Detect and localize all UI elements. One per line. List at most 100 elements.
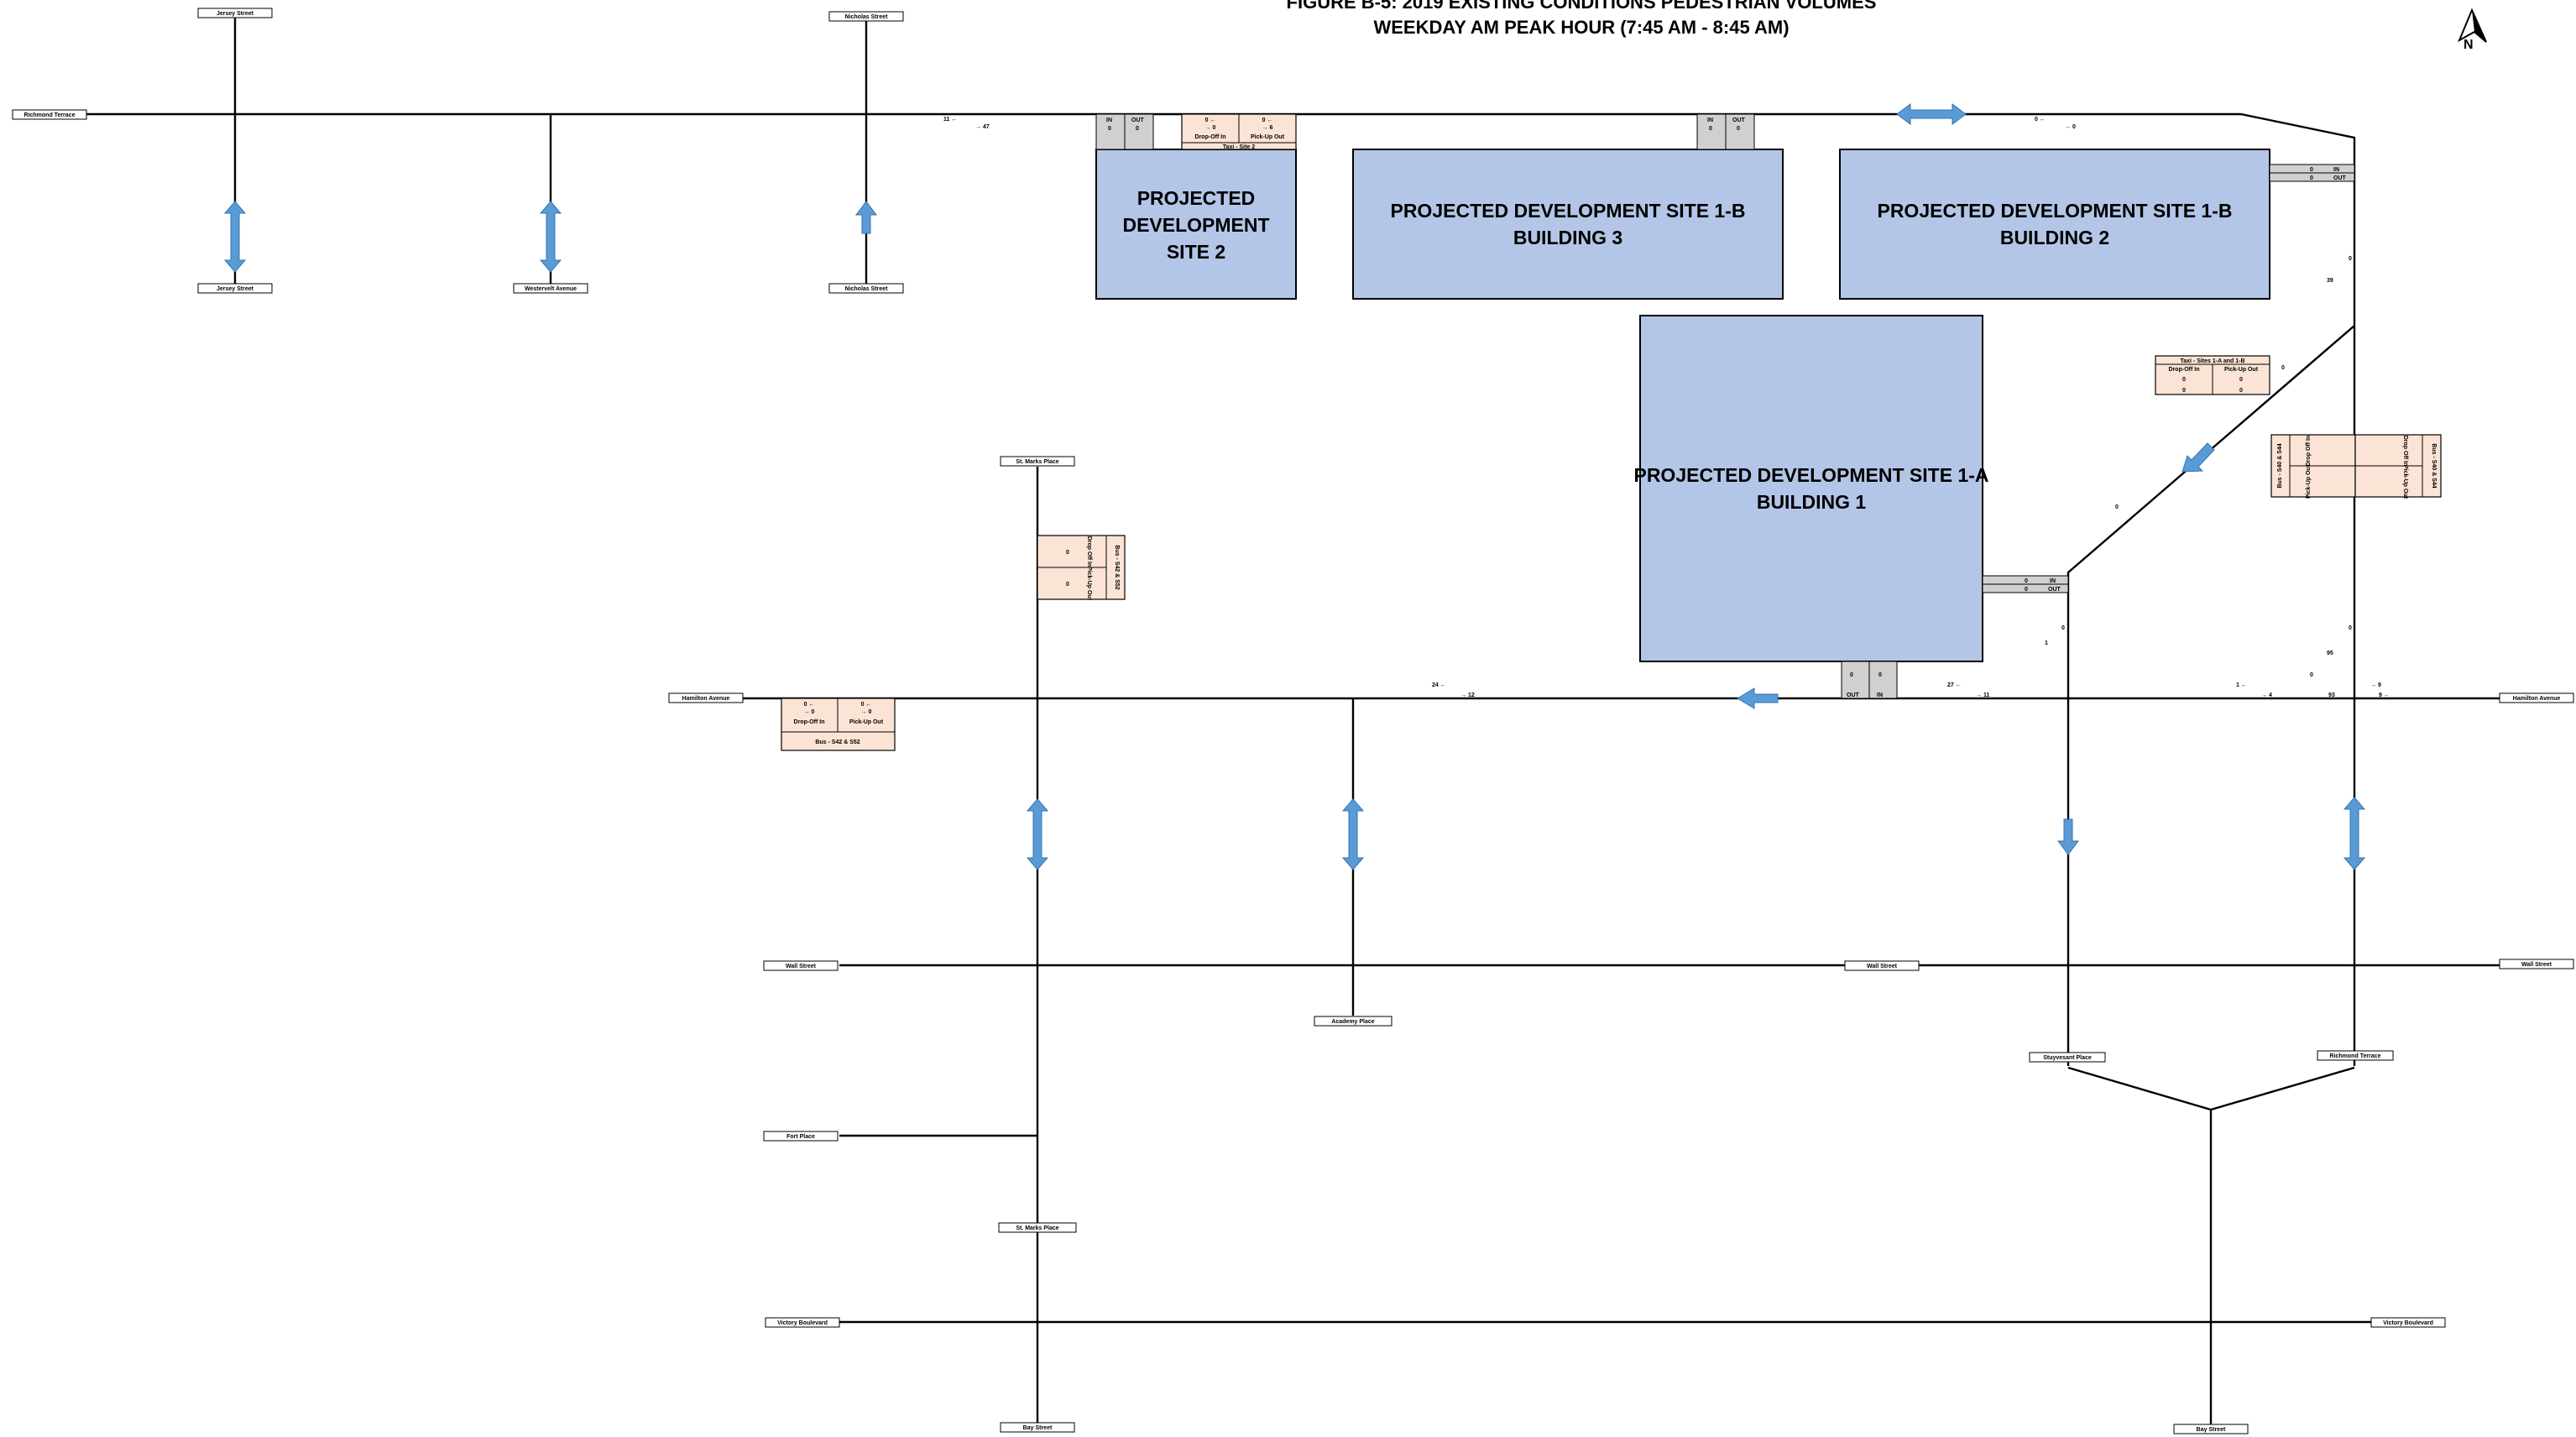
svg-text:Jersey Street: Jersey Street [217,286,254,292]
svg-text:Pick-Up Out: Pick-Up Out [2306,464,2312,499]
bus-stop-richmond-terrace-box-right: Bus - S40 & S44 Drop Off In Pick-Up Out [2354,434,2442,499]
svg-text:BUILDING 2: BUILDING 2 [2000,227,2109,248]
svg-text:0: 0 [2349,256,2352,262]
street-label-st-marks-bottom: St. Marks Place [998,1222,1077,1233]
street-label-nicholas-top: Nicholas Street [828,11,904,22]
svg-text:Bay Street: Bay Street [1023,1425,1053,1431]
svg-text:Pick-Up Out: Pick-Up Out [1251,134,1285,140]
svg-text:Wall Street: Wall Street [2521,962,2552,968]
svg-text:0 ←: 0 ← [804,702,815,708]
svg-text:Pick-Up Out: Pick-Up Out [2224,367,2259,373]
street-label-westervelt: Westervelt Avenue [513,283,588,294]
svg-text:IN: IN [1877,692,1883,698]
street-label-stuyvesant: Stuyvesant Place [2029,1052,2106,1063]
svg-text:→ 4: → 4 [2261,692,2272,698]
svg-text:Jersey Street: Jersey Street [217,11,254,17]
street-label-richmond-terrace-right: Richmond Terrace [2317,1050,2394,1061]
svg-text:Bus - S42 & S52: Bus - S42 & S52 [815,739,860,745]
svg-text:0: 0 [2115,504,2119,510]
svg-text:Drop-Off In: Drop-Off In [1195,134,1226,140]
svg-text:Drop-Off In: Drop-Off In [794,719,825,725]
svg-text:IN: IN [2333,167,2339,173]
diagonal-arrow-icon [2182,442,2215,473]
svg-text:0: 0 [2025,587,2028,593]
svg-text:Bus - S40 & S44: Bus - S40 & S44 [2431,443,2437,488]
svg-text:Taxi - Site 2: Taxi - Site 2 [1223,144,1255,150]
gateway-building-2: IN OUT 0 0 [2269,164,2355,182]
svg-text:N: N [2464,38,2474,52]
svg-text:DEVELOPMENT: DEVELOPMENT [1122,214,1269,236]
svg-text:Nicholas Street: Nicholas Street [845,14,889,20]
svg-text:0: 0 [1108,126,1111,132]
svg-text:95: 95 [2327,651,2333,656]
svg-text:Academy Place: Academy Place [1331,1019,1374,1025]
svg-text:Nicholas Street: Nicholas Street [845,286,889,292]
svg-text:→ 6: → 6 [1262,125,1273,131]
double-arrow-icon [1026,798,1049,870]
svg-text:Drop Off In: Drop Off In [2306,436,2312,467]
street-label-hamilton-left: Hamilton Avenue [668,692,744,703]
svg-text:PROJECTED DEVELOPMENT SITE 1-A: PROJECTED DEVELOPMENT SITE 1-A [1633,464,1988,486]
svg-text:0: 0 [1850,672,1853,678]
svg-text:IN: IN [1707,118,1713,123]
svg-text:OUT: OUT [2048,587,2061,593]
street-label-wall-right: Wall Street [2499,959,2574,969]
double-arrow-icon [223,201,247,273]
svg-text:0: 0 [2061,625,2065,631]
svg-text:39: 39 [2327,278,2333,284]
figure-subtitle: WEEKDAY AM PEAK HOUR (7:45 AM - 8:45 AM) [1373,17,1789,38]
svg-text:Bus - S42 & S52: Bus - S42 & S52 [1114,545,1120,589]
svg-text:Richmond Terrace: Richmond Terrace [24,112,76,118]
svg-text:Hamilton Avenue: Hamilton Avenue [2513,696,2561,702]
svg-text:Westervelt Avenue: Westervelt Avenue [525,286,577,292]
double-arrow-icon [1341,798,1365,870]
svg-text:0: 0 [2310,672,2313,678]
svg-text:Taxi - Sites 1-A and 1-B: Taxi - Sites 1-A and 1-B [2180,358,2244,364]
building-site-2: PROJECTED DEVELOPMENT SITE 2 [1095,149,1297,300]
svg-text:Bus - S40 & S44: Bus - S40 & S44 [2277,443,2283,488]
svg-text:Drop Off In: Drop Off In [2402,436,2408,467]
bus-stop-richmond-terrace-box-left: Bus - S40 & S44 Drop Off In Pick-Up Out [2270,434,2356,499]
svg-text:OUT: OUT [1732,118,1746,123]
street-label-jersey-bottom: Jersey Street [197,283,273,294]
svg-text:Stuyvesant Place: Stuyvesant Place [2043,1055,2092,1061]
svg-text:0: 0 [2310,175,2313,181]
svg-text:→ 47: → 47 [975,124,990,130]
svg-text:PROJECTED: PROJECTED [1137,187,1256,209]
street-label-academy: Academy Place [1314,1016,1393,1027]
building-site-1b-building-3: PROJECTED DEVELOPMENT SITE 1-B BUILDING … [1352,149,1784,300]
street-label-victory-right: Victory Boulevard [2370,1317,2446,1328]
bus-stop-st-marks-box: Bus - S42 & S52 Drop Off In Pick-Up Out … [1037,535,1126,601]
figure-title: FIGURE B-5: 2019 EXISTING CONDITIONS PED… [1287,0,1877,13]
street-label-nicholas-bottom: Nicholas Street [828,283,904,294]
building-site-1b-building-2: PROJECTED DEVELOPMENT SITE 1-B BUILDING … [1839,149,2270,300]
svg-text:Wall Street: Wall Street [786,964,817,969]
svg-text:Richmond Terrace: Richmond Terrace [2330,1053,2381,1059]
double-arrow-icon [539,201,562,273]
volume-labels: 11 ← → 47 0 ← → 0 24 ← → 12 27 ← → 11 1 … [943,117,2390,698]
svg-text:Fort Place: Fort Place [786,1134,815,1140]
svg-text:BUILDING 1: BUILDING 1 [1757,491,1867,513]
svg-text:BUILDING 3: BUILDING 3 [1513,227,1622,248]
svg-text:→ 0: → 0 [2065,124,2076,130]
svg-text:0 ←: 0 ← [2035,117,2046,123]
street-label-bay-left: Bay Street [1000,1422,1075,1433]
svg-text:SITE 2: SITE 2 [1167,241,1225,263]
svg-text:Pick-Up Out: Pick-Up Out [849,719,884,725]
svg-text:Victory Boulevard: Victory Boulevard [777,1320,828,1326]
svg-text:→ 12: → 12 [1460,692,1475,698]
svg-text:0 ←: 0 ← [861,702,872,708]
building-site-1a-building-1: PROJECTED DEVELOPMENT SITE 1-A BUILDING … [1633,315,1989,662]
svg-text:27 ←: 27 ← [1947,682,1962,688]
street-label-richmond-terrace-left: Richmond Terrace [12,109,87,120]
svg-text:0: 0 [2239,377,2243,383]
street-label-victory-left: Victory Boulevard [765,1317,840,1328]
svg-text:Pick-Up Out: Pick-Up Out [1086,567,1092,601]
taxi-site-2-box: 0 ← → 0 0 ← → 6 Drop-Off In Pick-Up Out … [1181,113,1297,150]
svg-text:→ 0: → 0 [804,709,815,715]
left-arrow-icon [1737,687,1779,709]
svg-text:1: 1 [2045,640,2048,646]
svg-text:Wall Street: Wall Street [1867,964,1898,969]
svg-text:0: 0 [2182,377,2186,383]
svg-text:0: 0 [1709,126,1712,132]
